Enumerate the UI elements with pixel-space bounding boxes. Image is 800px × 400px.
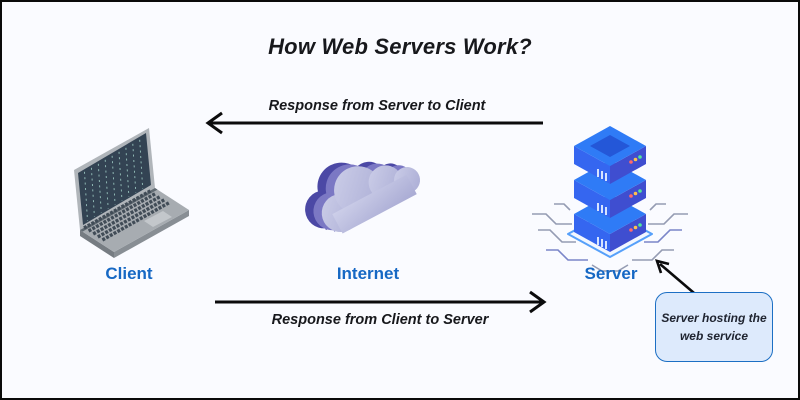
node-label-client: Client: [105, 264, 153, 283]
arrow-label-server-to-client: Response from Server to Client: [268, 98, 486, 114]
laptop-art: [74, 128, 189, 258]
server-stack-icon: [532, 126, 688, 272]
callout-text-line-1: Server hosting the: [661, 311, 767, 325]
callout-box: Server hosting the web service: [655, 292, 773, 362]
arrow-server-to-client: [205, 111, 543, 135]
node-label-internet: Internet: [336, 264, 400, 283]
cloud-icon: [305, 161, 421, 234]
server-art: [532, 126, 688, 272]
callout-text-line-2: web service: [679, 329, 749, 343]
laptop-icon: [74, 128, 189, 258]
arrow-client-to-server: [215, 290, 547, 314]
cloud-art: [305, 161, 421, 234]
diagram-title: How Web Servers Work?: [268, 34, 532, 59]
arrow-label-client-to-server: Response from Client to Server: [271, 312, 489, 328]
node-label-server: Server: [584, 264, 638, 283]
